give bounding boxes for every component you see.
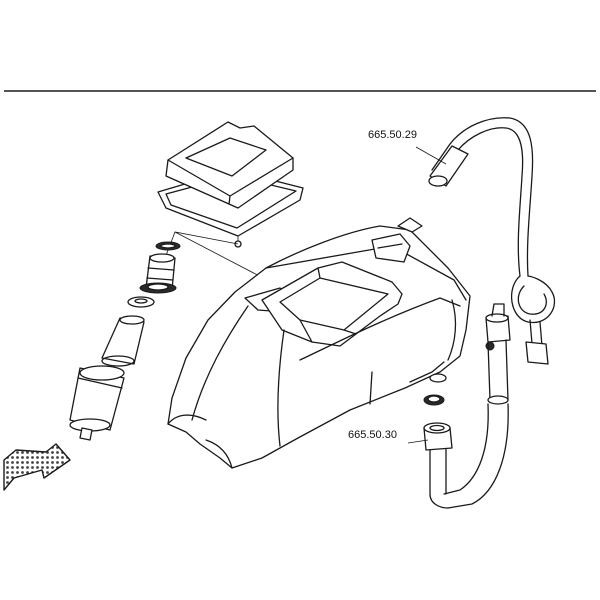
hose-clip [397,217,423,233]
tank-body [167,225,471,469]
drain-spigot [429,373,447,383]
lid-cover [165,121,294,209]
hose-end-fitting [525,341,549,365]
tank-rear-recess [371,233,411,263]
drain-parts [423,373,447,406]
hose-leader-line [415,146,447,165]
connector-part-label: 665.50.30 [348,429,397,441]
direction-arrow [3,443,71,491]
tank-opening [261,261,403,347]
hose-part-label: 665.50.29 [368,129,417,141]
drain-hose [423,303,511,509]
connector-leader-line [407,439,429,444]
drain-nipple [79,427,93,441]
upper-hose [428,117,556,365]
lid-assembly [157,121,304,248]
hose-loop [510,275,556,324]
filter-stack [69,241,181,441]
